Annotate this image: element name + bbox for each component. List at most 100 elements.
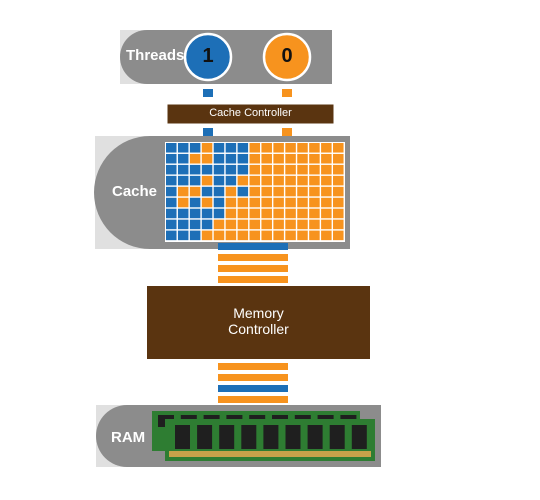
cache-cell <box>213 208 225 219</box>
cache-cell <box>189 143 201 153</box>
cache-cell <box>321 219 332 230</box>
cache-cell <box>166 164 177 175</box>
cache-cell <box>333 143 344 153</box>
cache-cell <box>225 143 237 153</box>
cache-cell <box>166 153 177 164</box>
cache-cell <box>321 208 332 219</box>
cache-cell <box>189 164 201 175</box>
cache-cell <box>237 219 249 230</box>
ram-chip <box>329 425 345 449</box>
thread-1-connector <box>203 89 213 97</box>
cache-cell <box>297 143 308 153</box>
cache-cell <box>213 219 225 230</box>
ram-chip <box>285 425 301 449</box>
cache-cell <box>237 143 249 153</box>
bus-line <box>218 396 288 403</box>
cache-cell <box>177 153 189 164</box>
cache-cell <box>237 208 249 219</box>
cache-cell <box>333 208 344 219</box>
cache-cell <box>249 197 261 208</box>
cache-cell <box>166 143 177 153</box>
ram-chip <box>241 425 257 449</box>
cache-cell <box>297 208 308 219</box>
cache-cell <box>201 153 213 164</box>
cache-cell <box>273 175 284 186</box>
cache-cell <box>261 153 272 164</box>
cache-cell <box>189 230 201 241</box>
cache-cell <box>177 208 189 219</box>
thread-0-label: 0 <box>281 45 293 67</box>
cache-cell <box>273 230 284 241</box>
cache-cell <box>201 219 213 230</box>
cache-cell <box>333 197 344 208</box>
ram-contacts <box>169 451 371 457</box>
cache-cell <box>177 230 189 241</box>
cache-cell <box>309 164 320 175</box>
cache-cell <box>225 175 237 186</box>
ram-chip <box>219 425 235 449</box>
cache-cell <box>225 208 237 219</box>
cache-cell <box>213 197 225 208</box>
cache-cell <box>321 175 332 186</box>
cache-cell <box>309 219 320 230</box>
ram-label: RAM <box>111 429 146 446</box>
cache-cell <box>261 219 272 230</box>
cache-cell <box>273 143 284 153</box>
cache-cell <box>201 197 213 208</box>
cache-cell <box>166 186 177 197</box>
cache-cell <box>261 208 272 219</box>
cache-cell <box>177 186 189 197</box>
cache-cell <box>249 164 261 175</box>
cache-cell <box>285 143 296 153</box>
cache-cell <box>285 175 296 186</box>
cache-cell <box>285 197 296 208</box>
cache-cell <box>309 197 320 208</box>
cache-cell <box>249 175 261 186</box>
threads-label: Threads <box>126 47 185 64</box>
cache-cell <box>177 143 189 153</box>
cache-cell <box>273 153 284 164</box>
cache-cell <box>201 175 213 186</box>
cache-controller-label: Cache Controller <box>209 107 292 119</box>
cache-cell <box>225 164 237 175</box>
thread-0-connector <box>282 89 292 97</box>
cache-cell <box>213 186 225 197</box>
cache-cell <box>249 143 261 153</box>
cache-cell <box>201 208 213 219</box>
cache-cell <box>177 219 189 230</box>
cache-cell <box>297 186 308 197</box>
cache-cell <box>285 164 296 175</box>
cache-cell <box>189 175 201 186</box>
cache-cell <box>297 230 308 241</box>
bus-line <box>218 363 288 370</box>
cache-cell <box>225 230 237 241</box>
cache-controller-bar <box>166 103 335 125</box>
cache-cell <box>237 175 249 186</box>
cache-cell <box>273 219 284 230</box>
cache-controller-connector-blue <box>203 128 213 136</box>
cache-cell <box>166 197 177 208</box>
cache-cell <box>333 186 344 197</box>
cache-cell <box>189 219 201 230</box>
memory-controller-label: Memory Controller <box>147 305 370 337</box>
cache-cell <box>261 143 272 153</box>
cache-cell <box>213 175 225 186</box>
cache-cell <box>237 164 249 175</box>
cache-memory-bus <box>218 243 288 283</box>
cache-cell <box>166 219 177 230</box>
memory-controller-line1: Memory <box>233 305 284 321</box>
cache-cell <box>273 208 284 219</box>
cache-cell <box>297 164 308 175</box>
cache-cell <box>309 153 320 164</box>
ram-chip <box>263 425 279 449</box>
cache-cell <box>333 164 344 175</box>
thread-1-circle <box>183 32 233 82</box>
cache-cell <box>321 186 332 197</box>
cache-cell <box>321 143 332 153</box>
bus-line <box>218 254 288 261</box>
cache-cell <box>309 230 320 241</box>
cache-cell <box>297 153 308 164</box>
cache-cell <box>297 175 308 186</box>
cache-cell <box>237 197 249 208</box>
